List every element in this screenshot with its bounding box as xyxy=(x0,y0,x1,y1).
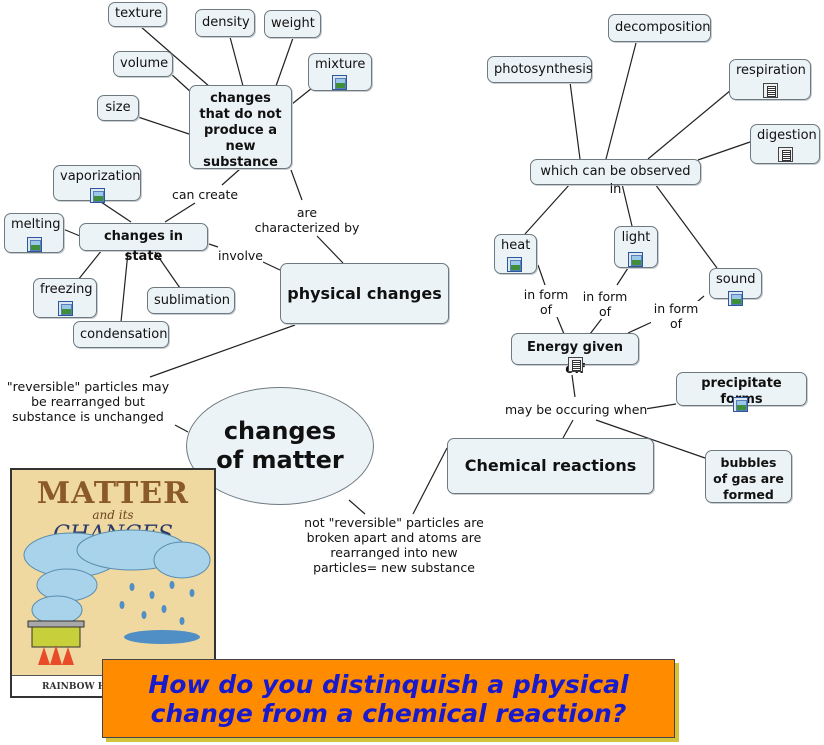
book-cover-title: MATTER xyxy=(36,476,190,511)
question-text: How do you distinquish a physical change… xyxy=(148,669,629,728)
node-freezing-label: freezing xyxy=(40,282,93,297)
image-resource-icon[interactable] xyxy=(507,257,522,272)
link-are-characterized-by: are characterized by xyxy=(253,205,361,235)
node-bubbles-of-gas[interactable]: bubbles of gas are formed xyxy=(705,450,792,503)
node-weight[interactable]: weight xyxy=(264,10,321,38)
node-changes-of-matter[interactable]: changes of matter xyxy=(186,387,374,505)
image-resource-icon[interactable] xyxy=(728,291,743,306)
document-resource-icon[interactable] xyxy=(763,83,778,98)
node-density[interactable]: density xyxy=(195,9,255,37)
node-condensation[interactable]: condensation xyxy=(73,321,169,348)
node-digestion[interactable]: digestion xyxy=(750,124,820,164)
book-cover-illustration xyxy=(23,529,211,665)
node-decomposition[interactable]: decomposition xyxy=(608,14,711,42)
node-sound-label: sound xyxy=(716,272,756,287)
node-physical-changes[interactable]: physical changes xyxy=(280,263,449,324)
node-heat-label: heat xyxy=(501,238,531,253)
link-in-form-of-light: in form of xyxy=(580,289,630,319)
book-cover-subtitle: and its xyxy=(92,508,134,522)
link-may-be-occuring-when: may be occuring when xyxy=(505,402,648,417)
node-digestion-label: digestion xyxy=(757,128,817,143)
image-resource-icon[interactable] xyxy=(733,397,748,412)
link-reversible: "reversible" particles may be rearranged… xyxy=(0,379,176,424)
link-in-form-of-sound: in form of xyxy=(651,301,701,331)
node-freezing[interactable]: freezing xyxy=(33,278,97,318)
node-melting-label: melting xyxy=(11,217,61,232)
question-banner: How do you distinquish a physical change… xyxy=(102,659,675,738)
image-resource-icon[interactable] xyxy=(90,188,105,203)
node-respiration-label: respiration xyxy=(736,63,806,78)
image-resource-icon[interactable] xyxy=(332,75,347,90)
link-not-reversible: not "reversible" particles are broken ap… xyxy=(298,515,490,575)
link-involve: involve xyxy=(218,248,264,263)
document-resource-icon[interactable] xyxy=(568,357,583,372)
image-resource-icon[interactable] xyxy=(628,252,643,267)
link-in-form-of-heat: in form of xyxy=(521,287,571,317)
node-texture[interactable]: texture xyxy=(108,2,167,27)
document-resource-icon[interactable] xyxy=(778,147,793,162)
node-respiration[interactable]: respiration xyxy=(729,59,811,100)
node-photosynthesis[interactable]: photosynthesis xyxy=(487,56,593,83)
node-mixture-label: mixture xyxy=(315,57,366,72)
node-changes-of-matter-label: changes of matter xyxy=(216,417,344,474)
node-vaporization-label: vaporization xyxy=(60,169,141,184)
node-changes-no-new-substance[interactable]: changes that do not produce a new substa… xyxy=(189,85,292,170)
node-volume[interactable]: volume xyxy=(113,51,173,77)
image-resource-icon[interactable] xyxy=(27,237,42,252)
node-chemical-reactions[interactable]: Chemical reactions xyxy=(447,438,654,494)
node-light-label: light xyxy=(621,230,651,245)
node-size[interactable]: size xyxy=(97,95,139,121)
node-sublimation[interactable]: sublimation xyxy=(147,287,235,314)
node-changes-in-state[interactable]: changes in state xyxy=(79,223,208,264)
image-resource-icon[interactable] xyxy=(58,301,73,316)
node-which-can-be-observed[interactable]: which can be observed in xyxy=(530,159,701,197)
link-can-create: can create xyxy=(172,187,239,202)
